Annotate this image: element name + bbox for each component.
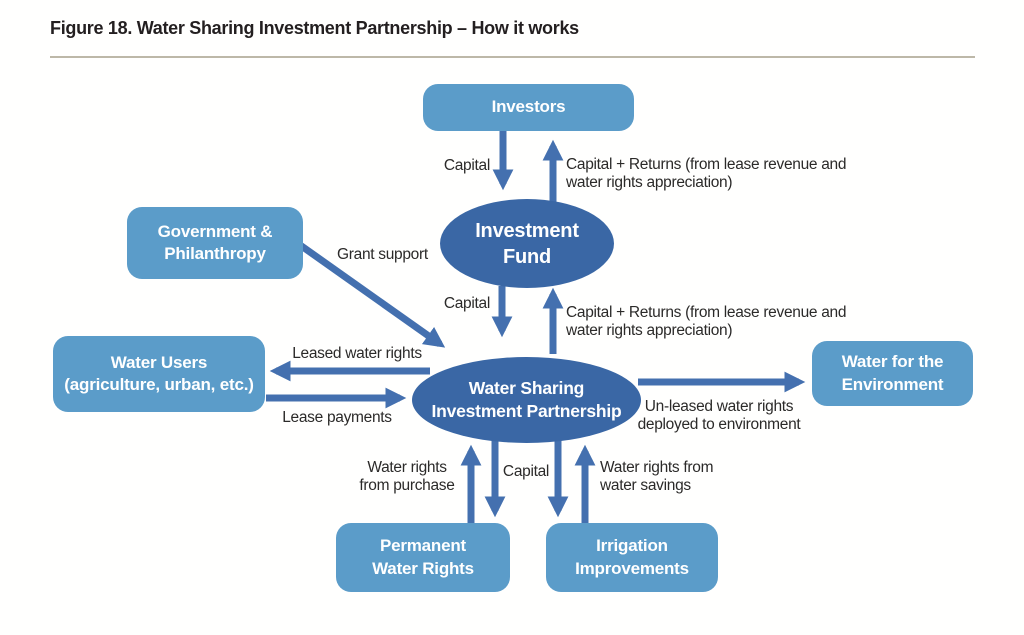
node-water-for-environment: Water for the Environment (812, 341, 973, 406)
node-water-sharing-investment-partnership: Water Sharing Investment Partnership (412, 357, 641, 443)
node-investors: Investors (423, 84, 634, 131)
label-water-rights-from-purchase: Water rights from purchase (359, 459, 455, 495)
node-investment-fund: Investment Fund (440, 199, 614, 288)
label-capital-investors-to-fund: Capital (443, 157, 490, 174)
node-permanent-water-rights: Permanent Water Rights (336, 523, 510, 592)
label-water-rights-from-savings: Water rights from water savings (600, 459, 714, 495)
label-returns-to-fund: Capital + Returns (from lease revenue an… (566, 304, 847, 340)
node-irrigation-improvements: Irrigation Improvements (546, 523, 718, 592)
node-government-philanthropy: Government & Philanthropy (127, 207, 303, 279)
node-water-users: Water Users (agriculture, urban, etc.) (53, 336, 265, 412)
label-returns-to-investors: Capital + Returns (from lease revenue an… (566, 156, 847, 192)
figure-title: Figure 18. Water Sharing Investment Part… (50, 18, 579, 38)
title-divider-line (50, 56, 975, 58)
label-capital-fund-to-wsip: Capital (443, 295, 490, 312)
label-grant-support: Grant support (337, 246, 428, 263)
label-leased-water-rights: Leased water rights (292, 345, 422, 362)
label-unleased-water-rights: Un-leased water rights deployed to envir… (637, 398, 801, 434)
label-lease-payments: Lease payments (282, 409, 392, 426)
label-capital-to-bottom: Capital (502, 463, 550, 480)
arrow-grant-support (297, 242, 446, 348)
